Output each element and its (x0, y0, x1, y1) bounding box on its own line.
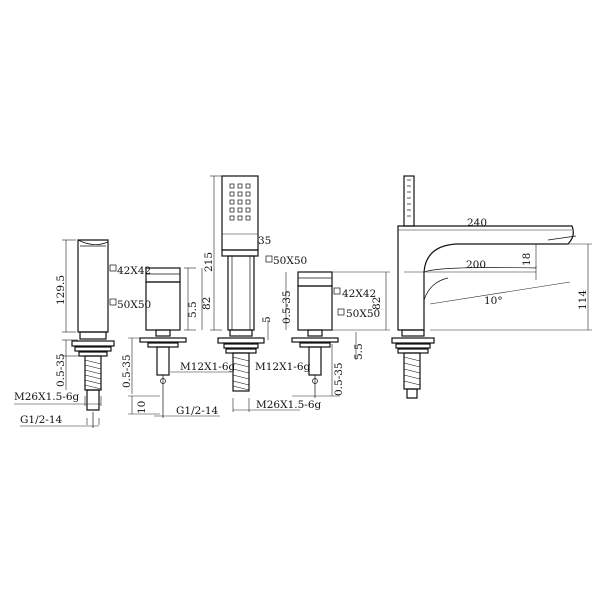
label-spout-total-height: 114 (577, 290, 589, 310)
label-thread-m26-mid: M26X1.5-6g (256, 399, 322, 411)
right-valve: 0.5-35 42X42 50X50 82 5.5 0.5-35 (281, 271, 390, 398)
label-square-42-right: 42X42 (342, 288, 376, 300)
label-spout-height: 129.5 (55, 275, 67, 305)
label-spout-angle: 10° (484, 295, 503, 307)
label-square-50-right: 50X50 (346, 308, 380, 320)
left-threaded-shank (84, 355, 102, 391)
label-thread-g12-left: G1/2-14 (20, 414, 63, 426)
label-valve-right-55: 5.5 (353, 343, 365, 360)
label-thread-m12-mid: M12X1-6g (255, 361, 310, 373)
label-valve-left-55: 5.5 (187, 301, 199, 318)
label-handshower-height: 215 (203, 252, 215, 272)
label-handshower-width: 35 (258, 235, 271, 247)
label-thread-g12-mid: G1/2-14 (176, 405, 219, 417)
spout-lower-curve (423, 267, 537, 273)
spout-diverter (403, 175, 415, 227)
left-mixer: 129.5 42X42 50X50 0.5-35 M26X1.5-6g G1/2… (14, 239, 151, 428)
side-spout: 240 200 18 10° 114 (391, 175, 592, 399)
label-square-50-left: 50X50 (117, 299, 151, 311)
label-square-42-left: 42X42 (117, 265, 151, 277)
label-spout-reach: 240 (467, 217, 487, 229)
label-valve-right-82: 82 (371, 297, 383, 310)
label-square-50-mid: 50X50 (273, 255, 307, 267)
label-valve-left-range: 0.5-35 (121, 354, 133, 388)
hand-shower: 35 215 50X50 5 M12X1-6g M26X1.5-6g (203, 175, 322, 412)
label-valve-right-range2: 0.5-35 (333, 362, 345, 396)
label-valve-left-82: 82 (201, 297, 213, 310)
hand-shower-nozzles (229, 183, 251, 221)
label-thread-m26-left: M26X1.5-6g (14, 391, 80, 403)
label-valve-left-10: 10 (136, 401, 148, 414)
label-dim-5: 5 (261, 316, 273, 323)
left-valve: 5.5 82 0.5-35 10 M12X1-6g G1/2-14 (121, 267, 235, 418)
spout-body (397, 225, 574, 331)
label-spout-outlet: 200 (466, 259, 486, 271)
right-valve-handle (297, 271, 333, 287)
label-thread-m12-left: M12X1-6g (180, 361, 235, 373)
label-valve-right-range: 0.5-35 (281, 290, 293, 324)
label-spout-18: 18 (521, 253, 533, 266)
label-deck-range-left: 0.5-35 (55, 353, 67, 387)
